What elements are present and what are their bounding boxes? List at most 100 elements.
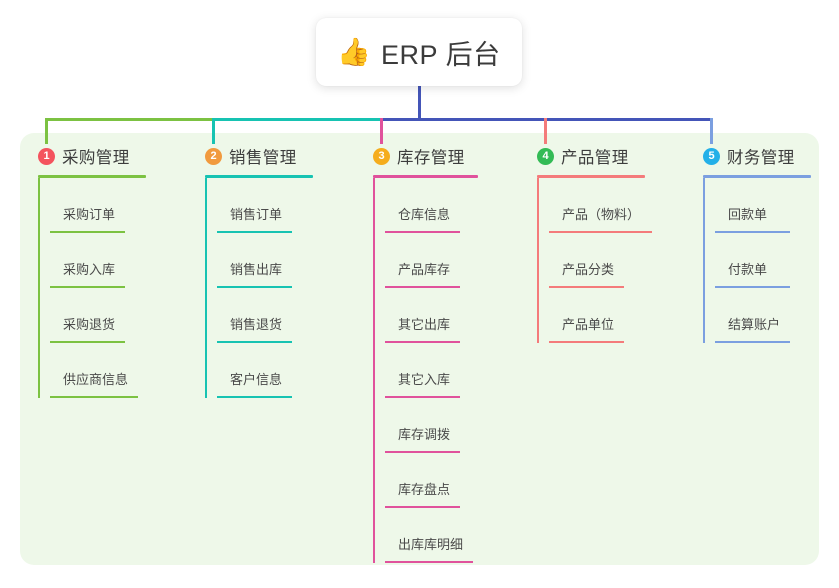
tree-item[interactable]: 付款单: [715, 233, 811, 288]
branch-stem-5: [709, 118, 713, 144]
tree-item[interactable]: 产品分类: [549, 233, 645, 288]
column-spine-3: [373, 178, 375, 563]
column-underline-5: [703, 175, 811, 178]
column-title-3: 库存管理: [397, 149, 465, 167]
tree-item[interactable]: 销售订单: [217, 178, 313, 233]
column-items-4: 产品（物料） 产品分类产品单位: [537, 178, 652, 343]
tree-item[interactable]: 回款单: [715, 178, 811, 233]
column-items-3: 仓库信息产品库存其它出库其它入库库存调拨库存盘点出库库明细: [373, 178, 478, 563]
column-badge-2: 2: [205, 147, 222, 165]
root-stem: [417, 86, 421, 121]
column-5: 5 财务管理回款单付款单结算账户: [703, 144, 811, 343]
column-spine-2: [205, 178, 207, 398]
tree-item[interactable]: 库存盘点: [385, 453, 478, 508]
branch-stem-3: [379, 118, 383, 144]
tree-item[interactable]: 其它出库: [385, 288, 478, 343]
tree-item-underline: [217, 231, 292, 233]
column-header-2[interactable]: 2 销售管理: [205, 144, 313, 168]
tree-item-label: 销售订单: [230, 207, 283, 222]
tree-item-underline: [50, 396, 138, 398]
column-underline-4: [537, 175, 645, 178]
tree-item-label: 采购订单: [63, 207, 116, 222]
tree-item-underline: [549, 341, 624, 343]
tree-item-underline: [385, 561, 473, 563]
column-title-4: 产品管理: [561, 149, 629, 167]
tree-item-underline: [217, 341, 292, 343]
tree-item[interactable]: 采购入库: [50, 233, 146, 288]
column-header-5[interactable]: 5 财务管理: [703, 144, 811, 168]
tree-item[interactable]: 出库库明细: [385, 508, 478, 563]
column-underline-2: [205, 175, 313, 178]
column-header-3[interactable]: 3 库存管理: [373, 144, 478, 168]
column-items-1: 采购订单采购入库采购退货供应商信息: [38, 178, 146, 398]
branch-stem-4: [543, 118, 547, 144]
tree-item-label: 其它入库: [398, 372, 451, 387]
tree-item-label: 出库库明细: [398, 537, 464, 552]
tree-item-underline: [385, 451, 460, 453]
tree-item-label: 回款单: [728, 207, 768, 222]
tree-item[interactable]: 产品单位: [549, 288, 645, 343]
tree-item-underline: [385, 506, 460, 508]
tree-item[interactable]: 产品库存: [385, 233, 478, 288]
tree-item-label: 付款单: [728, 262, 768, 277]
diagram-panel: [20, 133, 819, 565]
column-badge-5: 5: [703, 147, 720, 165]
column-items-5: 回款单付款单结算账户: [703, 178, 811, 343]
tree-item-label: 产品库存: [398, 262, 451, 277]
tree-item[interactable]: 销售出库: [217, 233, 313, 288]
tree-item[interactable]: 供应商信息: [50, 343, 146, 398]
tree-item-label: 结算账户: [728, 317, 781, 332]
tree-item-underline: [715, 286, 790, 288]
tree-item[interactable]: 产品（物料）: [549, 178, 652, 233]
column-badge-3: 3: [373, 147, 390, 165]
tree-item-underline: [217, 286, 292, 288]
tree-item[interactable]: 库存调拨: [385, 398, 478, 453]
column-4: 4 产品管理产品（物料） 产品分类产品单位: [537, 144, 652, 343]
tree-item[interactable]: 销售退货: [217, 288, 313, 343]
column-title-5: 财务管理: [727, 149, 795, 167]
tree-item-label: 客户信息: [230, 372, 283, 387]
tree-item-label: 库存盘点: [398, 482, 451, 497]
tree-item-underline: [385, 231, 460, 233]
tree-item[interactable]: 采购退货: [50, 288, 146, 343]
tree-item-underline: [50, 231, 125, 233]
column-underline-3: [373, 175, 478, 178]
tree-item[interactable]: 客户信息: [217, 343, 313, 398]
tree-item[interactable]: 采购订单: [50, 178, 146, 233]
tree-item-underline: [50, 341, 125, 343]
tree-item-underline: [217, 396, 292, 398]
column-header-4[interactable]: 4 产品管理: [537, 144, 645, 168]
tree-item[interactable]: 结算账户: [715, 288, 811, 343]
tree-item-label: 产品分类: [562, 262, 615, 277]
tree-item-label: 产品（物料）: [562, 207, 641, 222]
tree-item-underline: [715, 341, 790, 343]
column-2: 2 销售管理销售订单销售出库销售退货客户信息: [205, 144, 313, 398]
tree-item[interactable]: 仓库信息: [385, 178, 478, 233]
branch-stem-2: [211, 118, 215, 144]
tree-item-underline: [50, 286, 125, 288]
tree-item-label: 库存调拨: [398, 427, 451, 442]
tree-item-label: 销售出库: [230, 262, 283, 277]
column-spine-1: [38, 178, 40, 398]
column-title-2: 销售管理: [229, 149, 297, 167]
tree-item-label: 采购退货: [63, 317, 116, 332]
tree-item-label: 其它出库: [398, 317, 451, 332]
tree-item-label: 产品单位: [562, 317, 615, 332]
column-badge-1: 1: [38, 147, 55, 165]
tree-item-underline: [385, 286, 460, 288]
branch-stem-1: [44, 118, 48, 144]
tree-item-underline: [385, 396, 460, 398]
trunk-teal: [212, 118, 381, 121]
root-node[interactable]: 👍 ERP 后台: [316, 18, 522, 86]
tree-item-underline: [549, 231, 652, 233]
tree-item-label: 采购入库: [63, 262, 116, 277]
column-items-2: 销售订单销售出库销售退货客户信息: [205, 178, 313, 398]
column-badge-4: 4: [537, 147, 554, 165]
tree-item-label: 仓库信息: [398, 207, 451, 222]
column-spine-5: [703, 178, 705, 343]
trunk-green: [45, 118, 213, 121]
tree-item-underline: [715, 231, 790, 233]
tree-item[interactable]: 其它入库: [385, 343, 478, 398]
